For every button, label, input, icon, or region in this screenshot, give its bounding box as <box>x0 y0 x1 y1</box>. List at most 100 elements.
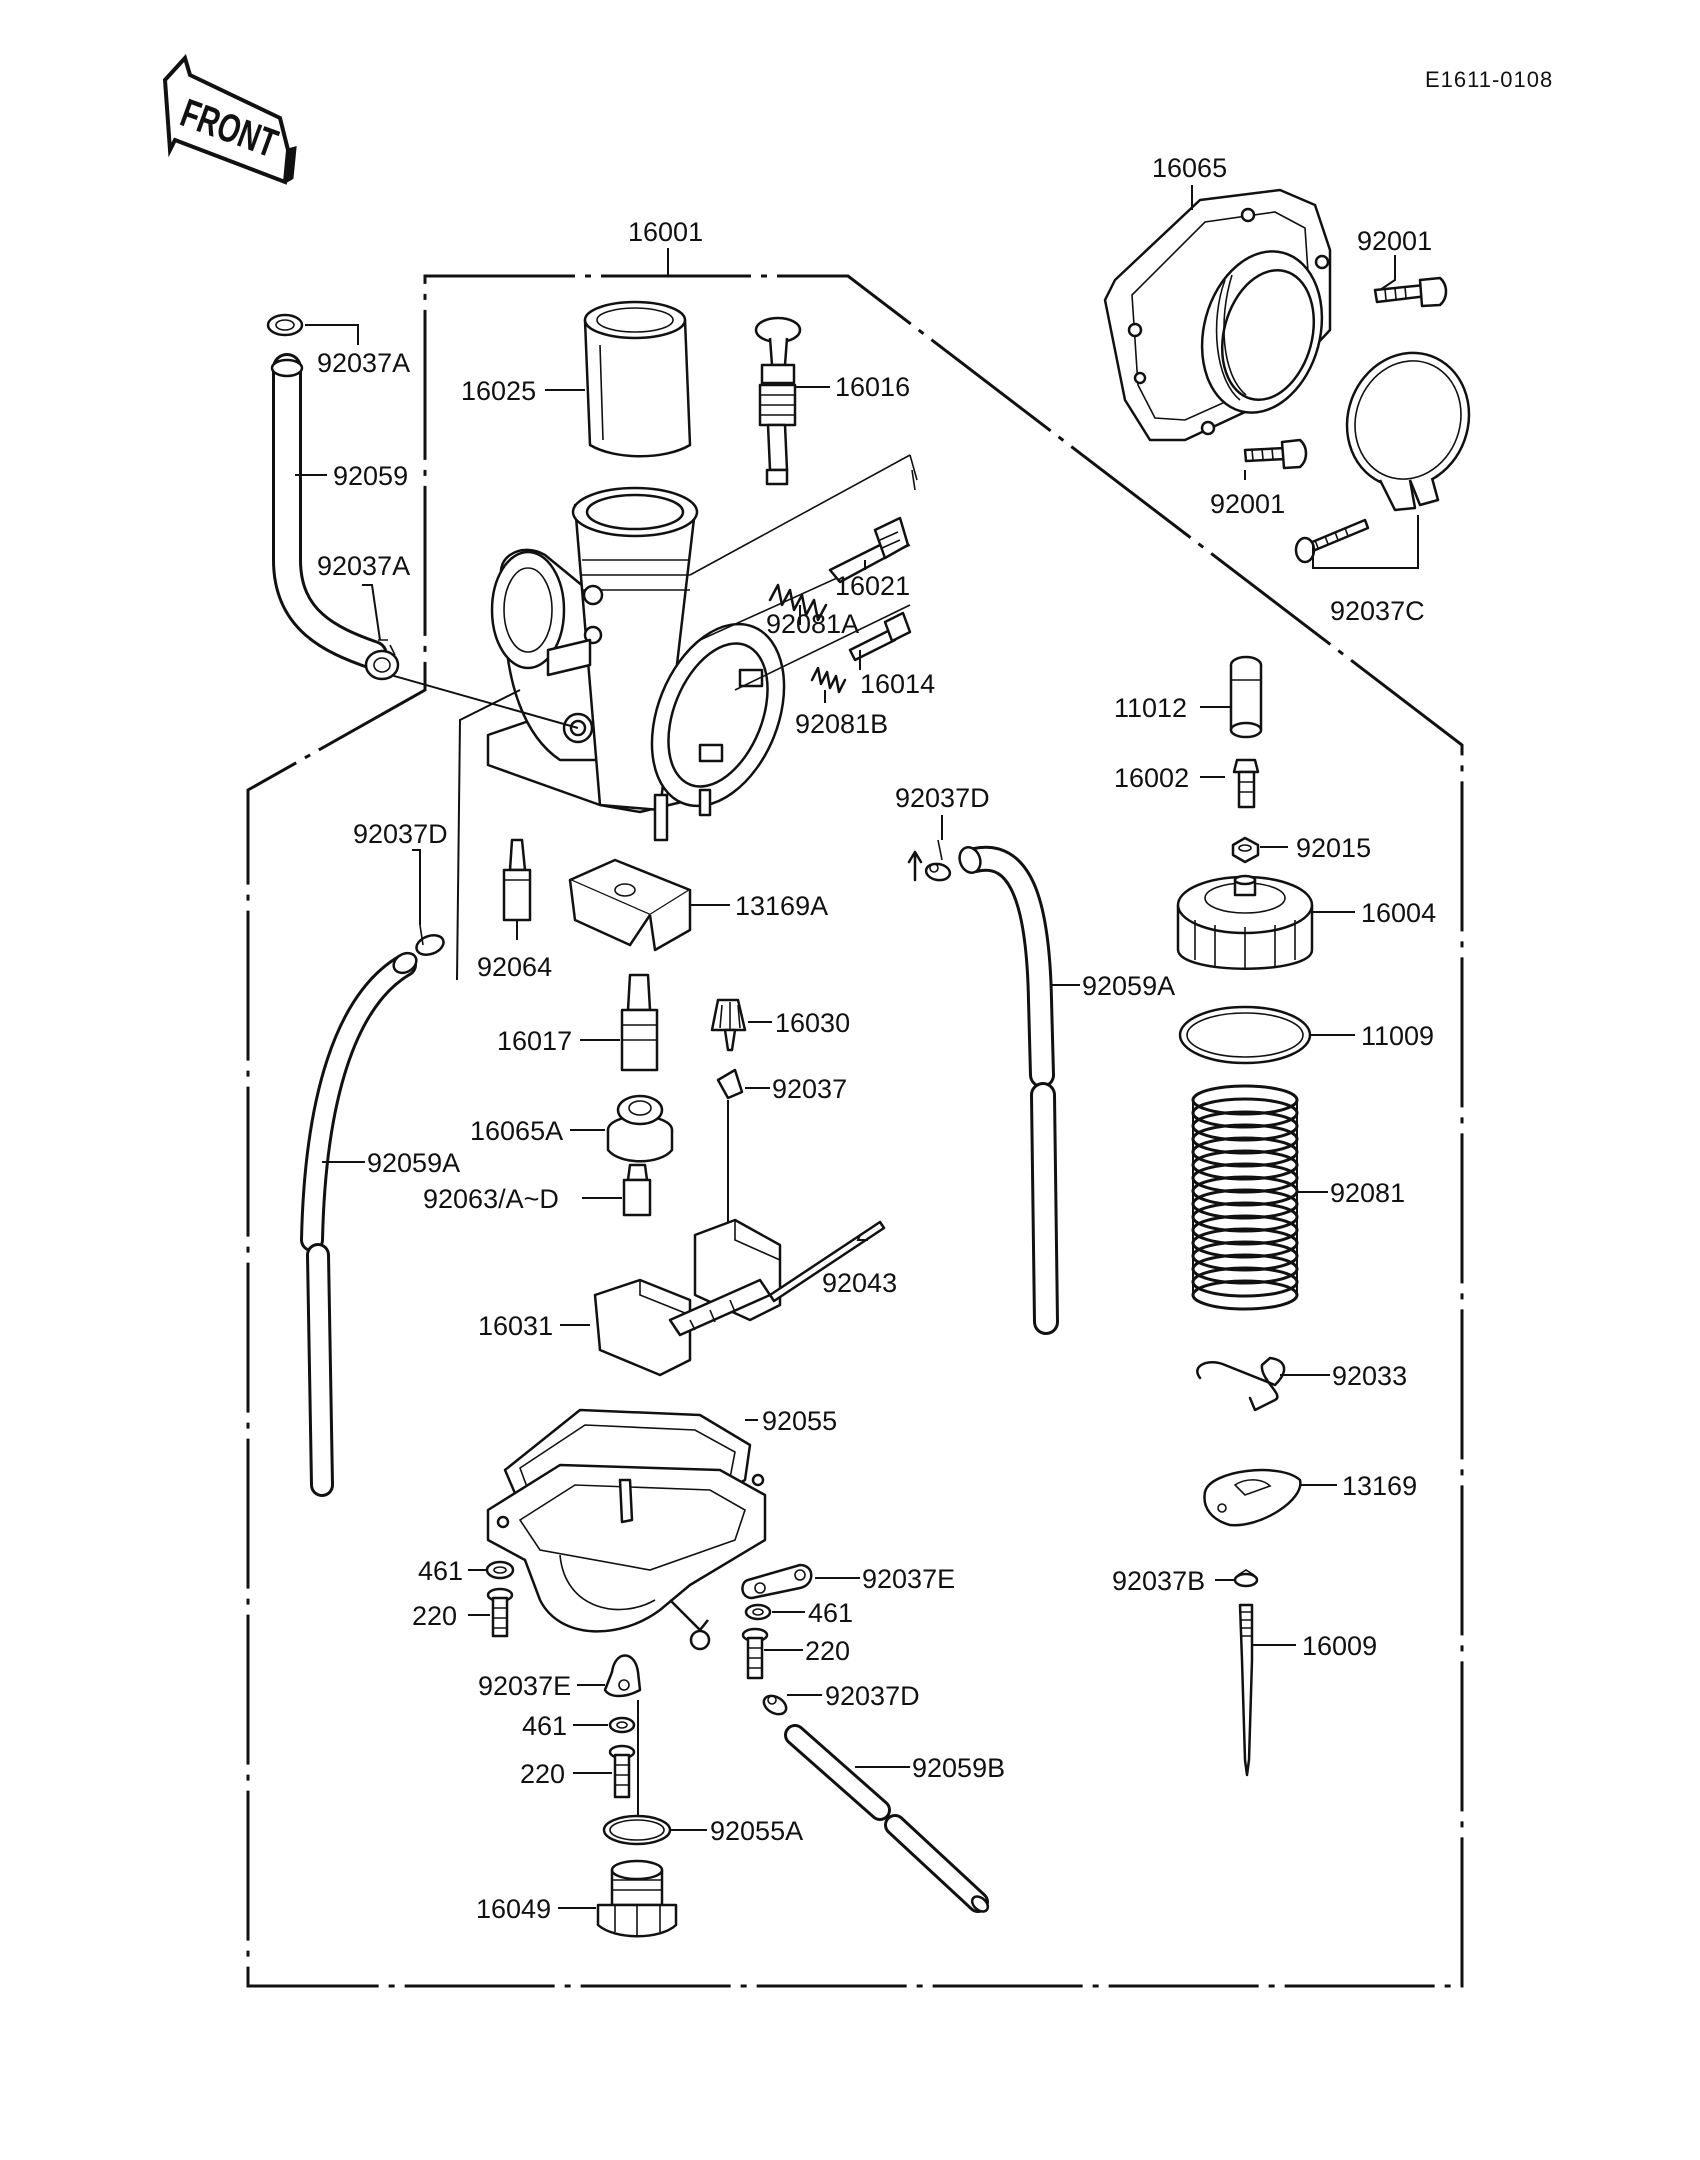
label-16065A: 16065A <box>470 1116 563 1146</box>
screw-220-c <box>608 1744 636 1799</box>
label-92037E-left: 92037E <box>478 1671 571 1701</box>
clamp-92037C <box>1294 351 1471 564</box>
label-92059: 92059 <box>333 461 408 491</box>
label-461-b: 461 <box>808 1598 853 1628</box>
washer-461-b <box>744 1603 772 1621</box>
bolt-92001-mid <box>1243 438 1308 470</box>
label-92055: 92055 <box>762 1406 837 1436</box>
hose-92059B <box>784 1724 990 1913</box>
label-92063: 92063/A~D <box>423 1184 559 1214</box>
spring-outline <box>1192 1100 1298 1295</box>
label-92015: 92015 <box>1296 833 1371 863</box>
label-92037A-mid: 92037A <box>317 551 410 581</box>
top-cap-16004 <box>1176 874 1314 970</box>
label-16025: 16025 <box>461 376 536 406</box>
label-92059A-left: 92059A <box>367 1148 460 1178</box>
label-92064: 92064 <box>477 952 552 982</box>
float-valve-16030 <box>710 998 747 1052</box>
washer-461-c <box>608 1716 636 1734</box>
label-92055A: 92055A <box>710 1816 803 1846</box>
bracket-92037E-left <box>603 1654 642 1698</box>
label-11009: 11009 <box>1361 1021 1434 1051</box>
plate-13169A <box>568 858 692 952</box>
adjuster-16002 <box>1232 758 1260 809</box>
label-16017: 16017 <box>497 1026 572 1056</box>
label-92037A-top: 92037A <box>317 348 410 378</box>
ring-16065A <box>606 1094 674 1163</box>
needle-clip-92033 <box>1196 1356 1286 1412</box>
float-16031 <box>593 1218 782 1377</box>
float-pin-92043 <box>768 1220 886 1303</box>
clip-92037D-left <box>415 924 445 956</box>
main-jet-92063 <box>622 1163 652 1217</box>
label-92081B: 92081B <box>795 709 888 739</box>
label-92037D-right: 92037D <box>895 783 990 813</box>
jet-needle-16009 <box>1238 1603 1254 1777</box>
label-16002: 16002 <box>1114 763 1189 793</box>
clip-92037B <box>1233 1569 1259 1588</box>
label-92037D-bottom: 92037D <box>825 1681 920 1711</box>
label-220-b: 220 <box>805 1636 850 1666</box>
label-92043: 92043 <box>822 1268 897 1298</box>
carburetor-body-16001 <box>486 486 786 842</box>
nut-92015 <box>1231 836 1260 864</box>
jet-92064 <box>502 838 532 922</box>
seat-13169 <box>1203 1468 1302 1527</box>
spring-92081A <box>768 583 828 622</box>
label-92037: 92037 <box>772 1074 847 1104</box>
label-92081A: 92081A <box>766 609 859 639</box>
label-92059A-right: 92059A <box>1082 971 1175 1001</box>
spring-92081 <box>1191 1084 1299 1311</box>
screw-220-a <box>486 1587 514 1638</box>
label-92037B: 92037B <box>1112 1566 1205 1596</box>
washer-461-a <box>485 1560 515 1580</box>
assembly-frame <box>246 274 1464 1988</box>
starter-plunger-16016 <box>754 316 802 486</box>
float-bowl <box>486 1463 767 1651</box>
hose-92059A-right <box>958 845 1059 1335</box>
clip-92037A-mid <box>364 639 400 681</box>
label-220-a: 220 <box>412 1601 457 1631</box>
label-92059B: 92059B <box>912 1753 1005 1783</box>
document-id: E1611-0108 <box>1425 67 1553 92</box>
clip-92037D-bottom <box>762 1694 788 1716</box>
screw-220-b <box>741 1627 769 1680</box>
label-92001-top: 92001 <box>1357 226 1432 256</box>
pilot-air-screw-16014 <box>848 611 912 662</box>
spring-92081B <box>810 666 847 694</box>
throttle-stop-screw-16021 <box>828 516 910 584</box>
hose-92059A-left <box>300 951 418 1497</box>
label-16030: 16030 <box>775 1008 850 1038</box>
label-16021: 16021 <box>835 571 910 601</box>
label-11012: 11012 <box>1114 693 1187 723</box>
label-16049: 16049 <box>476 1894 551 1924</box>
label-16004: 16004 <box>1361 898 1436 928</box>
throttle-slide-16025 <box>583 300 692 458</box>
label-92037C: 92037C <box>1330 596 1425 626</box>
label-16014: 16014 <box>860 669 935 699</box>
front-direction-arrow: FRONT <box>162 54 297 185</box>
clip-92037 <box>716 1068 744 1100</box>
o-ring-11009 <box>1178 1005 1312 1065</box>
cap-11012 <box>1229 655 1263 739</box>
needle-jet-16017 <box>620 973 659 1072</box>
label-13169: 13169 <box>1342 1471 1417 1501</box>
clip-92037A-top <box>266 313 304 337</box>
label-16001: 16001 <box>628 217 703 247</box>
bracket-92037E-right <box>741 1563 813 1600</box>
label-16031: 16031 <box>478 1311 553 1341</box>
label-92081: 92081 <box>1330 1178 1405 1208</box>
label-92037E-right: 92037E <box>862 1564 955 1594</box>
label-16016: 16016 <box>835 372 910 402</box>
intake-holder-16065 <box>1103 188 1332 442</box>
drain-plug-16049 <box>596 1859 678 1938</box>
label-220-c: 220 <box>520 1759 565 1789</box>
clip-92037D-right <box>907 839 952 882</box>
label-92033: 92033 <box>1332 1361 1407 1391</box>
label-13169A: 13169A <box>735 891 828 921</box>
label-461-a: 461 <box>418 1556 463 1586</box>
bolt-92001-top <box>1373 276 1448 308</box>
label-16009: 16009 <box>1302 1631 1377 1661</box>
label-92001-mid: 92001 <box>1210 489 1285 519</box>
